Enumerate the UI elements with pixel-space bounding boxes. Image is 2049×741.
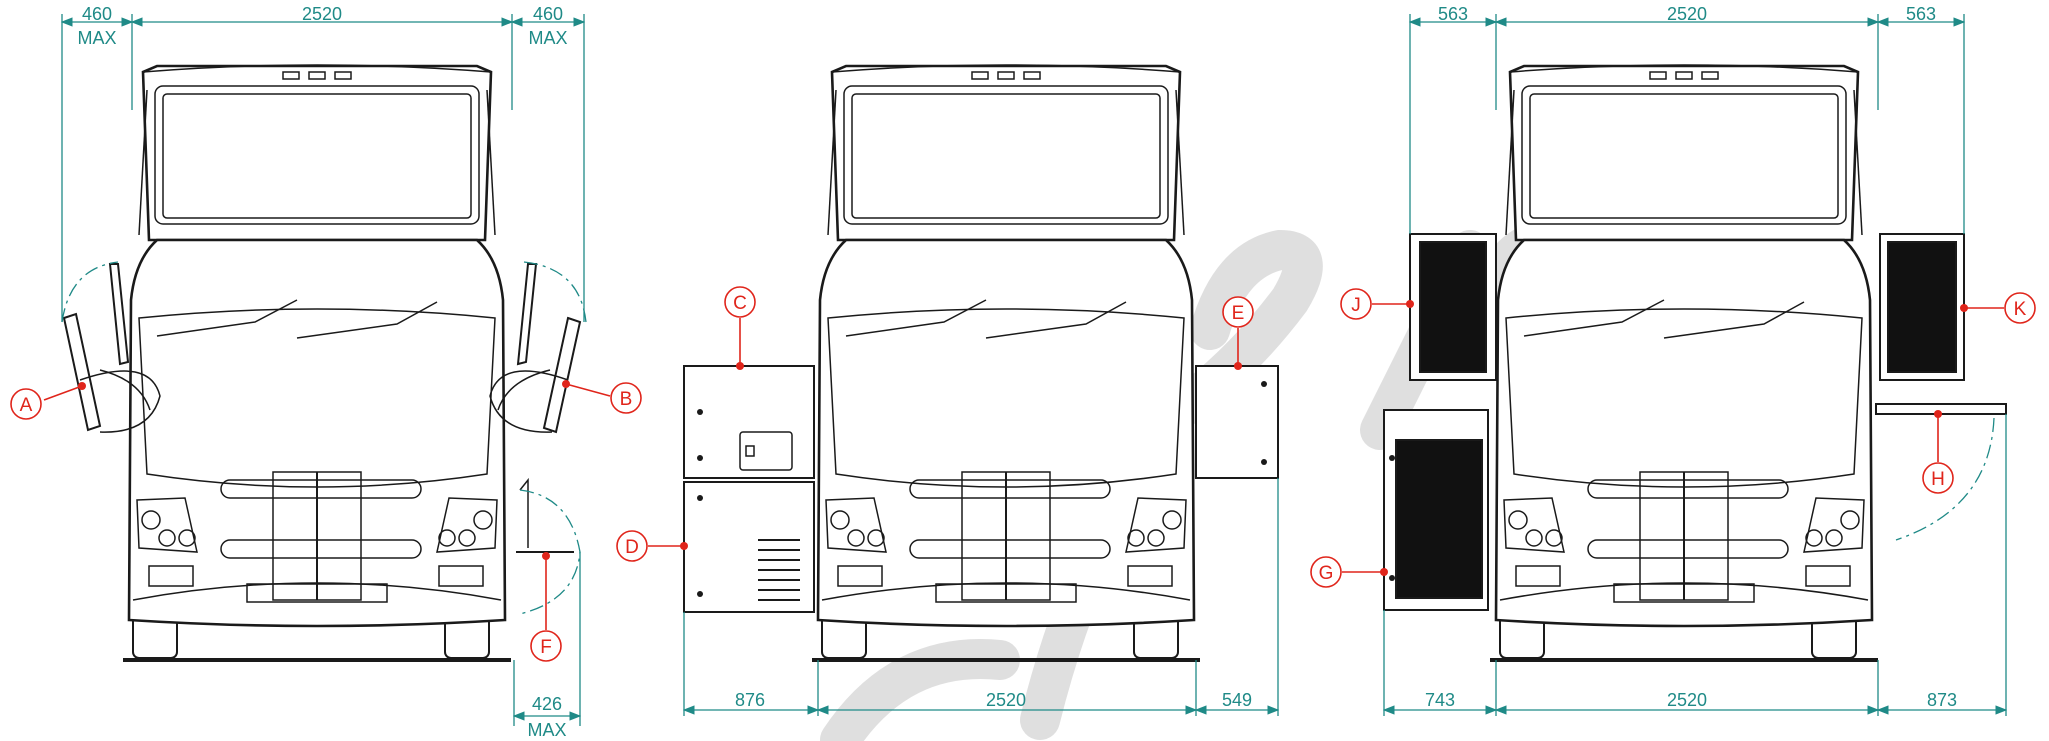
dim-top-left-value: 460 <box>82 4 112 24</box>
svg-text:B: B <box>620 389 633 410</box>
svg-text:A: A <box>20 395 33 416</box>
dim-top-left-sub: MAX <box>77 28 116 48</box>
dim-bottom-width: 2520 <box>986 690 1026 710</box>
callout-j: J <box>1340 288 1414 320</box>
dim-bottom-width-3: 2520 <box>1667 690 1707 710</box>
callout-d: D <box>616 530 688 562</box>
callout-g: G <box>1310 556 1388 588</box>
svg-text:C: C <box>733 293 747 314</box>
side-panel-k <box>1879 233 1965 381</box>
dim-bottom-right-box: 549 <box>1222 690 1252 710</box>
svg-text:D: D <box>625 537 639 558</box>
dim-bottom-right-panel: 873 <box>1927 690 1957 710</box>
svg-text:F: F <box>540 637 552 658</box>
dim-top-right-value: 460 <box>533 4 563 24</box>
dim-top-width-3: 2520 <box>1667 4 1707 24</box>
dim-bottom-left-panel: 743 <box>1425 690 1455 710</box>
dim-bottom-rack-sub: MAX <box>527 720 566 740</box>
svg-text:K: K <box>2014 299 2027 320</box>
callout-h: H <box>1922 410 1954 494</box>
side-box-e <box>1195 365 1279 479</box>
bike-rack-right <box>489 263 582 434</box>
svg-text:E: E <box>1232 303 1245 324</box>
callout-b: B <box>562 380 642 414</box>
callout-a: A <box>10 382 86 420</box>
side-box-c <box>683 365 815 479</box>
view-side-panels: 563 2520 563 743 2520 873 J K G <box>1310 4 2036 716</box>
side-panel-g <box>1383 409 1489 611</box>
dim-top-right-sub: MAX <box>528 28 567 48</box>
dim-bottom-rack-value: 426 <box>532 694 562 714</box>
side-box-d <box>683 481 815 613</box>
callout-c: C <box>724 286 756 370</box>
dim-top-left-panel: 563 <box>1438 4 1468 24</box>
bike-rack-left <box>62 263 161 433</box>
callout-k: K <box>1960 292 2036 324</box>
callout-f: F <box>530 552 562 662</box>
svg-text:J: J <box>1351 295 1361 316</box>
dim-top-width-value: 2520 <box>302 4 342 24</box>
side-panel-j <box>1409 233 1497 381</box>
callout-e: E <box>1222 296 1254 370</box>
dim-top-right-panel: 563 <box>1906 4 1936 24</box>
dim-bottom-left-box: 876 <box>735 690 765 710</box>
view-bike-rack: 460 MAX 2520 460 MAX 426 MAX A B F <box>10 4 642 740</box>
svg-text:H: H <box>1931 469 1945 490</box>
svg-text:G: G <box>1319 563 1334 584</box>
view-side-boxes: 876 2520 549 C D E <box>616 63 1280 716</box>
